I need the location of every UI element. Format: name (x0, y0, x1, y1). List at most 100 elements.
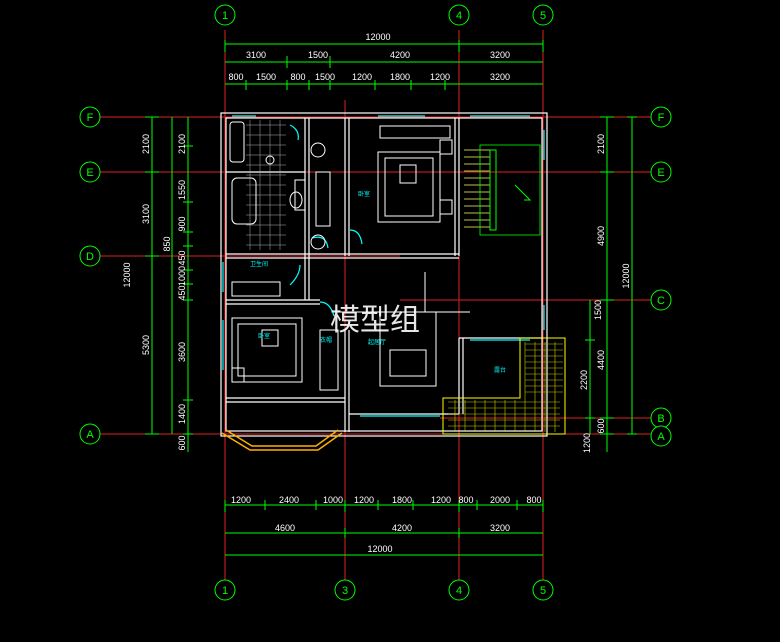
dimension-lines (145, 40, 637, 556)
room-label-bedroom-lower: 卧室 (258, 332, 270, 340)
axis-label-bottom-3: 3 (342, 585, 348, 597)
dim-bottom-mid: 4600 (275, 523, 295, 533)
axis-label-left-E: E (86, 167, 93, 179)
furniture (229, 121, 470, 391)
dim-bottom-detail: 2400 (279, 495, 299, 505)
dim-top-mid: 4200 (390, 50, 410, 60)
axis-label-left-F: F (87, 112, 94, 124)
dim-bottom-detail: 800 (458, 495, 473, 505)
dim-left-inner: 2100 (177, 134, 187, 154)
axis-label-right-F: F (658, 112, 665, 124)
axis-labels: 1 4 5 1 3 4 5 F E D A F E C B A (86, 10, 665, 597)
axis-label-left-D: D (86, 251, 94, 263)
watermark: 模型组 (330, 303, 420, 338)
dim-left-inner: 1000 (177, 266, 187, 286)
dim-bottom-detail: 1000 (323, 495, 343, 505)
dim-bottom-detail: 2000 (490, 495, 510, 505)
axis-label-left-A: A (86, 429, 94, 441)
dim-top-detail: 1200 (352, 72, 372, 82)
axis-label-right-C: C (657, 295, 665, 307)
dim-left-inner: 850 (162, 236, 172, 251)
axis-bubbles (79, 4, 672, 601)
atrium-void (389, 349, 427, 377)
stair (464, 144, 541, 236)
dim-top-mid: 1500 (308, 50, 328, 60)
axis-label-bottom-1: 1 (222, 585, 228, 597)
wardrobe (231, 281, 281, 297)
dim-right-inner: 1200 (582, 433, 592, 453)
axis-label-right-E: E (657, 167, 664, 179)
axis-label-top-5: 5 (540, 10, 546, 22)
dim-bottom-total: 12000 (367, 544, 392, 554)
nightstand (439, 199, 453, 215)
dim-left-outer: 12000 (122, 262, 132, 287)
basin (265, 155, 275, 165)
dim-bottom-detail: 1800 (392, 495, 412, 505)
dim-right-inner: 2200 (579, 370, 589, 390)
dim-top-detail: 1200 (430, 72, 450, 82)
dim-bottom-mid: 3200 (490, 523, 510, 533)
table (294, 179, 306, 211)
dim-bottom-detail: 1200 (431, 495, 451, 505)
walls (220, 112, 548, 437)
dim-left-inner: 1400 (177, 404, 187, 424)
room-labels: 卧室 卫生间 卧室 衣帽 起居厅 露台 (250, 190, 506, 374)
dim-left-outer: 2100 (141, 134, 151, 154)
dim-top-mid: 3200 (490, 50, 510, 60)
dim-right-inner: 2100 (596, 134, 606, 154)
axis-label-bottom-5: 5 (540, 585, 546, 597)
axis-label-top-1: 1 (222, 10, 228, 22)
dim-left-outer: 5300 (141, 335, 151, 355)
bed-upper (377, 151, 441, 223)
axis-label-bottom-4: 4 (456, 585, 462, 597)
bathroom-tile-grid (246, 120, 286, 250)
dressing-wardrobe (319, 329, 339, 391)
terrace-area (442, 337, 566, 435)
dim-bottom-detail: 1200 (354, 495, 374, 505)
bed-upper (384, 157, 434, 217)
dim-top-mid: 3100 (246, 50, 266, 60)
room-label-dressing: 衣帽 (320, 336, 332, 344)
bed-lower (237, 323, 297, 377)
dim-bottom-mid: 4200 (392, 523, 412, 533)
pillow (399, 164, 417, 184)
dim-left-inner: 450 (177, 285, 187, 300)
dim-left-inner: 900 (177, 216, 187, 231)
dim-right-inner: 600 (596, 418, 606, 433)
dim-right-inner: 1500 (593, 300, 603, 320)
dim-bottom-detail: 800 (526, 495, 541, 505)
dim-top-detail: 800 (290, 72, 305, 82)
bed-lower (231, 317, 303, 383)
dim-top-detail: 800 (228, 72, 243, 82)
axis-label-top-4: 4 (456, 10, 462, 22)
room-label-bathroom: 卫生间 (250, 260, 268, 268)
dimension-texts-bottom: 1200 2400 1000 1200 1800 1200 800 2000 8… (231, 495, 542, 554)
bay-window (221, 429, 343, 451)
axis-label-right-B: B (657, 413, 664, 425)
bathtub (231, 177, 257, 225)
nightstand (231, 367, 245, 383)
toilet (289, 191, 303, 209)
dim-right-inner: 4400 (596, 350, 606, 370)
dim-left-inner: 1550 (177, 180, 187, 200)
dimension-texts-top: 12000 3100 1500 4200 3200 800 1500 800 1… (228, 32, 510, 82)
dim-left-inner: 3600 (177, 342, 187, 362)
dim-right-outer: 12000 (621, 263, 631, 288)
sofa (315, 171, 331, 227)
dim-top-detail: 1500 (315, 72, 335, 82)
dim-top-total: 12000 (365, 32, 390, 42)
dimension-texts-right: 2100 4900 1500 4400 2200 600 1200 12000 (579, 134, 631, 453)
bathtub (229, 121, 245, 163)
room-label-terrace: 露台 (494, 366, 506, 374)
nightstand (439, 139, 453, 155)
dim-left-inner: 600 (177, 435, 187, 450)
dim-left-inner: 450 (177, 250, 187, 265)
dimension-texts-left: 2100 3100 12000 5300 2100 1550 900 850 4… (122, 134, 187, 451)
room-label-hall: 起居厅 (368, 338, 386, 346)
axis-label-right-A: A (657, 431, 665, 443)
chair (310, 142, 326, 158)
chair (310, 234, 326, 250)
dim-top-detail: 1500 (256, 72, 276, 82)
